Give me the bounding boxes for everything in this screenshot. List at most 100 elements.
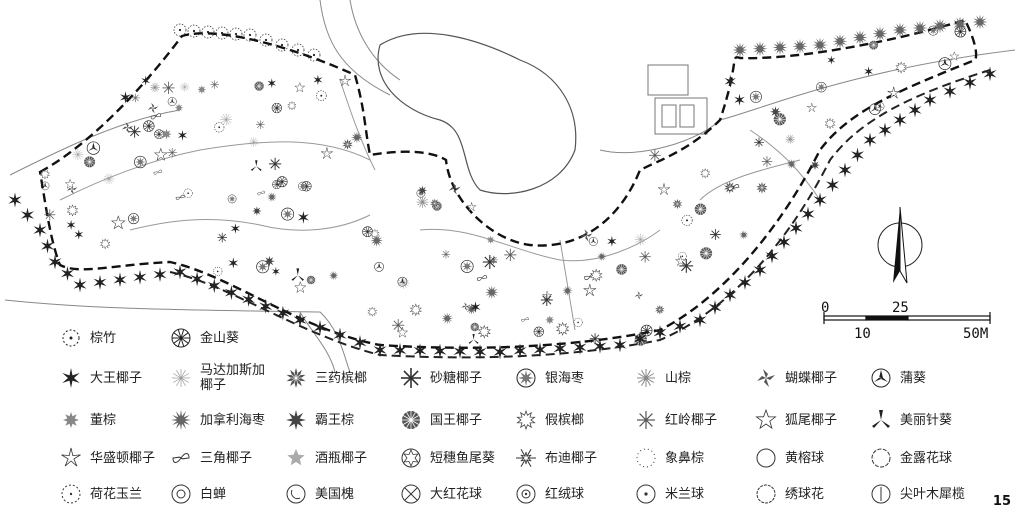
planting-symbol [72,149,84,160]
tri-circle-icon [871,368,891,388]
palm-border-symbol [493,344,507,360]
legend-label: 白蝉 [200,486,227,502]
planting-symbol [588,237,598,246]
legend-item-jiabinlang: 假槟榔 [515,405,584,435]
planting-symbol [271,266,280,276]
circle-center-icon [636,484,656,504]
palm-border-symbol [765,248,779,264]
palm-border-symbol [772,40,788,55]
planting-symbol [734,93,745,106]
planting-symbol [589,333,601,345]
palm-border-symbol [732,42,748,58]
palm-border-symbol [242,291,256,307]
planting-symbol [700,247,713,260]
palm-border-symbol [792,38,808,54]
legend-item-xiangbizong: 象鼻棕 [635,443,704,473]
scale-label-0: 0 [821,300,830,316]
planting-symbol [177,130,188,141]
planting-symbol [217,232,227,243]
legend-label: 金露花球 [900,450,953,466]
planting-symbol [266,192,277,202]
planting-symbol [214,122,225,133]
palm-border-symbol [333,327,347,343]
legend-label: 黄榕球 [785,450,825,466]
legend-label: 布迪椰子 [545,450,598,466]
circle-petal-icon [171,484,191,504]
planting-symbol [634,291,644,300]
planting-symbol [131,93,140,103]
planting-symbol [694,203,707,215]
legend-label: 蝴蝶椰子 [785,370,838,386]
legend-label: 荷花玉兰 [90,486,143,502]
planting-symbol [468,334,479,344]
planting-symbol [162,81,175,95]
legend-label: 国王椰子 [430,412,483,428]
palm-border-symbol [313,320,327,335]
planting-symbol [367,306,378,317]
legend-label: 红岭椰子 [665,412,718,428]
palm-border-symbol [708,300,722,315]
planting-symbol [297,211,309,224]
legend-item-palm-bamboo: 棕竹 [60,323,116,353]
planting-symbol [396,326,409,338]
scale-label-10: 10 [854,326,871,342]
planting-symbol [257,190,266,196]
circle-plain-icon [756,448,776,468]
palm-border-symbol [777,234,791,250]
planting-symbol [634,233,647,246]
palm-border-symbol [738,275,752,290]
palm-border-symbol [173,23,187,37]
planting-symbol [677,251,687,261]
legend-item-meilizhenkui: 美丽针葵 [870,405,952,435]
planting-symbol [120,91,131,104]
circle-dot-center-icon [61,484,81,504]
palm-border-symbol [863,132,877,148]
planting-symbol [809,160,821,171]
palm-border-symbol [813,192,827,208]
palm-border-symbol [373,342,387,358]
palm-border-symbol [573,339,587,355]
planting-symbol [255,120,265,130]
planting-symbol [370,234,384,247]
palm-border-symbol [413,343,427,359]
planting-symbol [374,261,384,272]
planting-symbol [291,268,305,281]
palm-border-symbol [133,269,147,285]
palm-border-symbol [353,335,367,350]
planting-symbol [482,255,497,269]
planting-symbol [461,302,470,311]
road-edge-dashed [169,69,991,359]
legend-label: 绣球花 [785,486,825,502]
rosette-icon [516,368,536,388]
planting-symbol [573,317,583,327]
legend-item-xiuqiuhua: 绣球花 [755,479,824,509]
palm-border-symbol [293,312,307,328]
palm-border-symbol [20,207,35,223]
legend-label: 砂糖椰子 [430,370,483,386]
planting-symbol [84,156,96,168]
planting-symbol [269,157,282,170]
planting-symbol [110,215,126,230]
palm-border-symbol [243,28,257,42]
planting-symbol [727,184,740,191]
planting-symbol [597,251,607,262]
legend-item-jinluhuaqiu: 金露花球 [870,443,952,473]
planting-symbol [887,86,900,99]
palm-border-symbol [653,325,667,340]
planting-symbol [220,113,233,126]
palm-border-symbol [893,112,907,128]
planting-symbol [276,176,288,188]
planting-symbol [864,66,873,77]
planting-symbol [147,102,159,114]
planting-symbol [681,214,693,226]
planting-symbol [248,137,259,147]
planting-symbol [739,230,749,240]
planting-symbol [313,74,323,86]
legend-label: 蒲葵 [900,370,927,386]
legend-label: 米兰球 [665,486,705,502]
planting-symbol [197,85,207,94]
palm-border-symbol [908,102,922,118]
palm-border-symbol [207,278,221,294]
planting-symbol [143,120,155,132]
palm-border-symbol [8,192,22,208]
